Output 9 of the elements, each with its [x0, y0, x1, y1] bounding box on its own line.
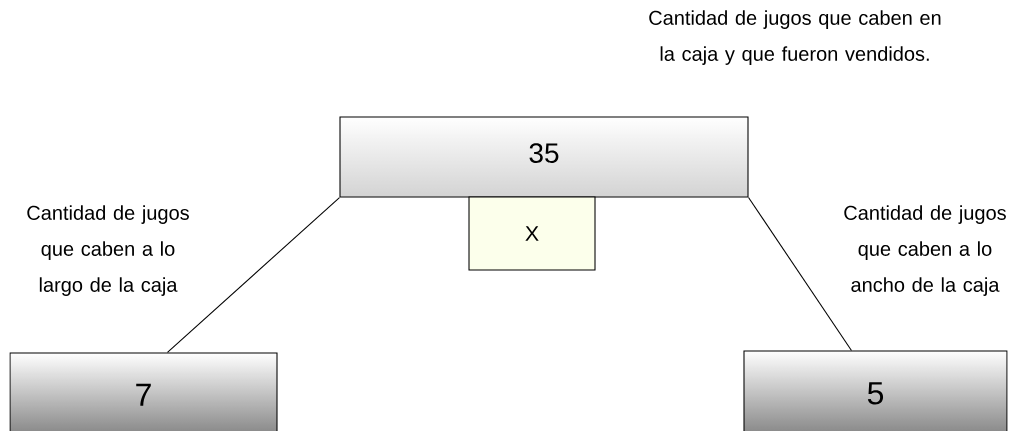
number-box: X: [468, 196, 596, 271]
number-box: 7: [9, 352, 278, 431]
caption-text: Cantidad de jugos que caben a lo largo de la caja: [27, 205, 189, 296]
caption-text: Cantidad de jugos que caben en la caja y que fueron vendidos.: [649, 10, 941, 65]
number-box: 5: [743, 350, 1008, 431]
caption-text: Cantidad de jugos que caben a lo ancho de la caja: [844, 205, 1006, 296]
connector-line: [166, 197, 340, 353]
number-box: 35: [339, 116, 749, 198]
connector-line: [748, 197, 852, 351]
